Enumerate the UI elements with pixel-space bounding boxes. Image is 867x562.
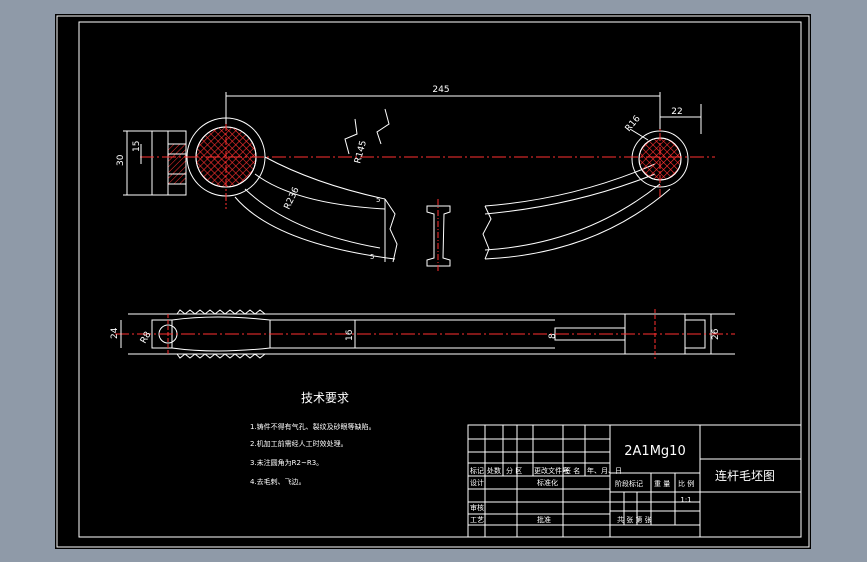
notes-title: 技术要求	[301, 391, 349, 405]
hdr-zone: 分 区	[506, 466, 522, 475]
drawing-name: 连杆毛坯图	[715, 468, 775, 483]
label-stage: 阶段标记	[615, 479, 643, 488]
i-section	[426, 199, 451, 272]
title-block	[467, 424, 802, 538]
label-review: 审核	[470, 503, 484, 512]
dim-5b: 5	[370, 253, 374, 261]
label-ratio: 比 例	[678, 479, 694, 488]
drawing-sheet: 245 22 30 15 R16 R145 R236 5 5	[55, 14, 811, 549]
scale-value: 1:1	[680, 496, 691, 504]
hdr-sign: 签 名	[564, 466, 580, 475]
technical-requirements: 技术要求 1.铸件不得有气孔、裂纹及砂眼等缺陷。 2.机加工前需经人工时效处理。…	[250, 391, 376, 486]
dim-r16: R16	[624, 114, 643, 134]
note-1: 1.铸件不得有气孔、裂纹及砂眼等缺陷。	[250, 422, 376, 431]
dim-16: 16	[345, 329, 355, 341]
hdr-mark: 标记	[470, 466, 484, 475]
dim-245: 245	[432, 85, 449, 95]
dim-24: 24	[110, 327, 120, 339]
dim-r236: R236	[283, 186, 302, 212]
dim-8: 8	[548, 333, 558, 339]
dim-22: 22	[671, 107, 682, 117]
note-3: 3.未注圆角为R2~R3。	[250, 458, 323, 467]
material-label: 2A1Mg10	[624, 444, 685, 459]
label-sheets: 共 张 第 张	[617, 515, 652, 524]
dim-30: 30	[116, 154, 126, 166]
hdr-date: 年、月、日	[587, 466, 622, 475]
label-standard: 标准化	[537, 478, 558, 487]
dim-26: 26	[711, 328, 721, 340]
dim-r145: R145	[353, 140, 369, 165]
dim-5a: 5	[376, 196, 380, 204]
note-2: 2.机加工前需经人工时效处理。	[250, 439, 348, 448]
label-design: 设计	[470, 478, 484, 487]
dim-15: 15	[132, 141, 142, 152]
front-view	[123, 92, 715, 272]
label-approve: 批准	[537, 515, 551, 524]
note-4: 4.去毛刺、飞边。	[250, 477, 306, 486]
hdr-count: 处数	[487, 466, 501, 475]
outer-border	[56, 15, 810, 548]
drawing-canvas: 245 22 30 15 R16 R145 R236 5 5	[56, 15, 810, 548]
inner-frame	[78, 21, 802, 538]
label-weight: 重 量	[654, 480, 670, 488]
hdr-doc: 更改文件号	[534, 466, 569, 475]
label-process: 工艺	[470, 516, 484, 524]
top-view	[115, 309, 735, 359]
